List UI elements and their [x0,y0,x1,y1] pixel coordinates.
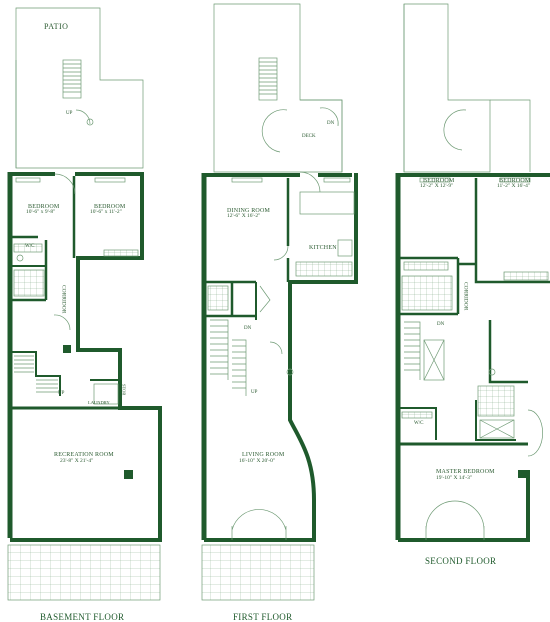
first-plan-outline [201,3,343,601]
dining-room-dims: 12'-6" X 16'-2" [227,213,261,219]
second-bedroom-b-dims: 11'-2" X 16'-4" [497,183,531,189]
first-fixtures [207,171,355,540]
second-walls [395,173,550,542]
basement-bedroom-a-name: BEDROOM [28,204,60,210]
first-walls [201,173,358,542]
deck-dn-label: DN [327,121,335,126]
basement-wic-label: W/C [25,244,35,249]
second-fixtures [401,177,549,540]
patio-label: PATIO [44,22,69,31]
basement-bedroom-a-dims: 10'-6" x 9'-8" [26,209,56,215]
living-room-dims: 16'-10" X 20'-0" [239,458,276,464]
stor-label: STOR [121,384,127,396]
second-floor-title: SECOND FLOOR [425,556,497,566]
basement-up-label: UP [66,111,73,116]
recreation-room-dims: 23'-8" X 21'-4" [60,458,94,464]
recreation-room-name: RECREATION ROOM [54,452,114,458]
master-bedroom-dims: 19'-10" X 14'-3" [436,475,473,481]
basement-floor-title: BASEMENT FLOOR [40,612,125,622]
master-bedroom-name: MASTER BEDROOM [436,469,495,475]
second-bedroom-b-name: BEDROOM [499,178,531,184]
deck-label: DECK [302,134,316,139]
basement-walls [7,172,162,542]
basement-fixtures [13,173,139,405]
second-dn-label: DN [437,322,445,327]
first-floor-title: FIRST FLOOR [233,612,293,622]
basement-corridor-label: CORRIDOR [60,285,67,314]
second-corridor-label: CORRIDOR [462,282,469,311]
first-up-label: UP [251,390,258,395]
second-wic-label: W/C [414,421,424,426]
living-room-name: LIVING ROOM [242,452,285,458]
basement-bedroom-b-name: BEDROOM [94,204,126,210]
basement-up2-label: UP [58,391,65,396]
basement-bedroom-b-dims: 10'-6" x 11'-2" [90,209,122,215]
second-plan-outline [403,3,531,173]
dining-room-name: DINING ROOM [227,208,271,214]
kitchen-label: KITCHEN [309,245,337,251]
second-bedroom-a-dims: 12'-2" X 12'-9" [420,183,454,189]
second-bedroom-a-name: BEDROOM [423,178,455,184]
laundry-label: LAUNDRY [88,400,110,405]
basement-plan [7,7,161,601]
first-dn-label: DN [244,326,252,331]
